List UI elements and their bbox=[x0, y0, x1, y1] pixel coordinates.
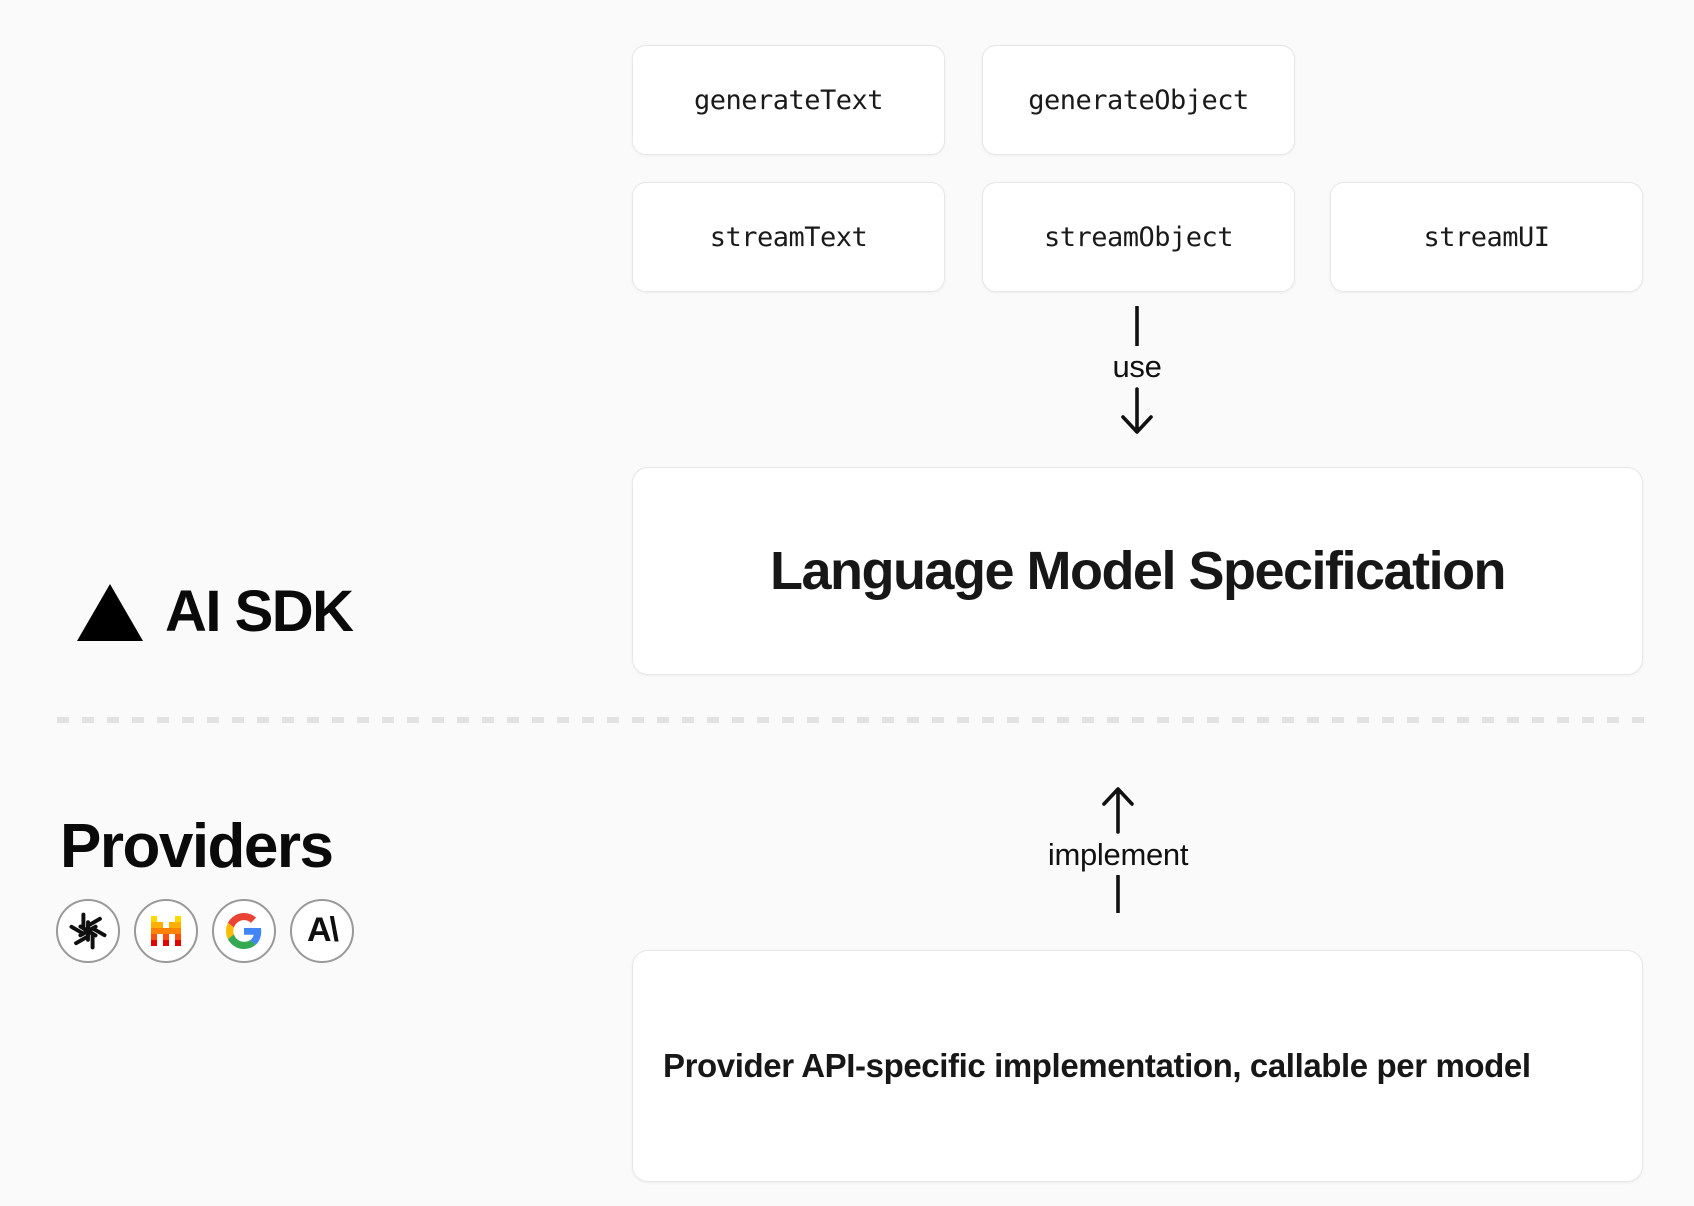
provider-icon-row: A\ bbox=[56, 899, 354, 963]
use-label: use bbox=[1112, 349, 1162, 384]
anthropic-icon: A\ bbox=[290, 899, 354, 963]
openai-logo-mark bbox=[69, 912, 107, 950]
vertical-line bbox=[1135, 306, 1139, 346]
implement-arrow-group: implement bbox=[1048, 786, 1188, 913]
function-label: streamUI bbox=[1423, 221, 1550, 253]
function-box-stream-ui: streamUI bbox=[1330, 182, 1643, 292]
function-box-stream-text: streamText bbox=[632, 182, 945, 292]
function-box-stream-object: streamObject bbox=[982, 182, 1295, 292]
vertical-line bbox=[1116, 875, 1120, 913]
function-label: streamObject bbox=[1043, 221, 1234, 253]
arrow-up-icon bbox=[1102, 787, 1134, 834]
spec-box-title: Language Model Specification bbox=[769, 541, 1507, 601]
implementation-box-text: Provider API-specific implementation, ca… bbox=[663, 1047, 1531, 1084]
use-arrow-group: use bbox=[1067, 306, 1207, 435]
openai-icon bbox=[56, 899, 120, 963]
language-model-specification-box: Language Model Specification bbox=[632, 467, 1643, 675]
function-box-generate-object: generateObject bbox=[982, 45, 1295, 155]
mistral-pixel-m bbox=[151, 916, 181, 946]
providers-heading: Providers bbox=[60, 812, 334, 881]
anthropic-logo-glyph: A\ bbox=[307, 910, 339, 949]
ai-sdk-label: AI SDK bbox=[165, 579, 354, 644]
function-label: generateText bbox=[693, 84, 884, 116]
google-icon bbox=[212, 899, 276, 963]
vercel-triangle-icon bbox=[77, 583, 143, 641]
function-label: generateObject bbox=[1028, 84, 1249, 116]
function-box-generate-text: generateText bbox=[632, 45, 945, 155]
implement-label: implement bbox=[1047, 837, 1189, 872]
ai-sdk-brand: AI SDK bbox=[77, 579, 354, 644]
dashed-divider bbox=[57, 717, 1657, 723]
google-g-logo bbox=[226, 913, 262, 949]
arrow-down-icon bbox=[1121, 387, 1153, 434]
provider-implementation-box: Provider API-specific implementation, ca… bbox=[632, 950, 1643, 1182]
function-label: streamText bbox=[709, 221, 868, 253]
mistral-icon bbox=[134, 899, 198, 963]
